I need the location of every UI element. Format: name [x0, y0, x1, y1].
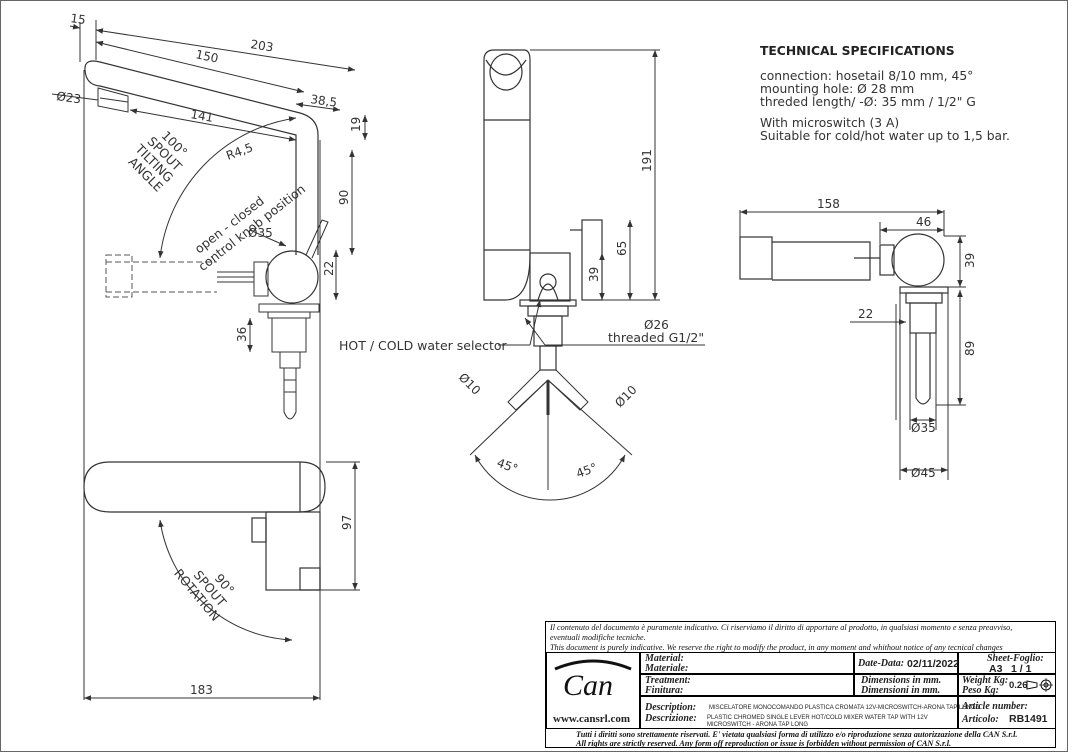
material-it: Materiale: — [645, 663, 689, 674]
dim-46: 46 — [916, 215, 931, 229]
dim-10b: Ø10 — [612, 383, 639, 410]
dim-22b: 22 — [858, 307, 873, 321]
dim-90: 90 — [337, 190, 351, 205]
material-cell: Material: Materiale: — [640, 652, 854, 674]
description-en-value: PLASTIC CHROMED SINGLE LEVER HOT/COLD MI… — [707, 715, 928, 728]
disclaimer-it-line2: eventuali modifiche tecniche. — [550, 633, 646, 642]
weight-value: 0.26 — [1009, 680, 1028, 691]
selector-label: HOT / COLD water selector — [339, 338, 508, 353]
dim-10a: Ø10 — [456, 370, 483, 397]
logo-cell: Can www.cansrl.com — [546, 652, 640, 729]
dim-15: 15 — [70, 11, 87, 27]
sheet-number: 1 / 1 — [1011, 663, 1032, 675]
can-logo-icon: Can — [554, 659, 632, 701]
article-cell: Article number: Articolo: RB1491 — [958, 696, 1056, 729]
dim-26: Ø26 — [644, 318, 669, 332]
description-it: Descrizione: — [645, 713, 697, 724]
date-value: 02/11/2022 — [907, 658, 959, 670]
dim-150: 150 — [194, 47, 219, 65]
spec-line: Suitable for cold/hot water up to 1,5 ba… — [760, 129, 1010, 143]
right-view — [739, 209, 966, 480]
description-en: Description: — [645, 702, 697, 713]
threaded-label: threaded G1/2" — [608, 330, 704, 345]
rights-it: Tutti i diritti sono strettamente riserv… — [576, 730, 1018, 739]
dim-19: 19 — [349, 117, 363, 132]
side-view — [51, 20, 368, 701]
dimensions-cell: Dimensions in mm. Dimensioni in mm. — [854, 674, 958, 696]
spec-line: connection: hosetail 8/10 mm, 45° — [760, 69, 974, 83]
dim-191: 191 — [640, 149, 654, 172]
dim-45b: 45° — [574, 460, 599, 480]
spec-line: mounting hole: Ø 28 mm — [760, 82, 915, 96]
weight-it: Peso Kg: — [962, 685, 999, 696]
dimensions-it: Dimensioni in mm. — [861, 685, 941, 696]
svg-text:Can: Can — [563, 669, 613, 701]
disclaimer-en: This document is purely indicative. We r… — [550, 643, 1003, 652]
dim-158: 158 — [817, 197, 840, 211]
weight-cell: Weight Kg: Peso Kg: 0.26 — [958, 674, 1056, 696]
description-cell: Description: Descrizione: MISCELATORE MO… — [640, 696, 980, 729]
sheet-cell: Sheet-Foglio: A3 1 / 1 — [958, 652, 1056, 675]
dim-35b: Ø35 — [911, 421, 936, 435]
knob-position-label: open - closed control knob position — [192, 181, 308, 274]
dim-141: 141 — [189, 107, 214, 125]
specs-title: TECHNICAL SPECIFICATIONS — [760, 44, 955, 58]
website: www.cansrl.com — [553, 713, 630, 725]
dim-38-5: 38,5 — [310, 92, 338, 110]
description-it-value: MISCELATORE MONOCOMANDO PLASTICA CROMATA… — [709, 705, 981, 711]
dim-45a: 45° — [495, 456, 520, 476]
title-block: Il contenuto del documento è puramente i… — [545, 621, 1056, 748]
spec-line: With microswitch (3 A) — [760, 116, 900, 130]
projection-symbol-icon — [1026, 678, 1053, 692]
dim-36: 36 — [235, 327, 249, 342]
article-value: RB1491 — [1009, 713, 1048, 725]
dim-97: 97 — [340, 515, 354, 530]
treatment-cell: Treatment: Finitura: — [640, 674, 854, 696]
date-label: Date-Data: — [858, 658, 905, 669]
weight-en: Weight Kg: — [962, 675, 1009, 686]
disclaimer-it-line1: Il contenuto del documento è puramente i… — [550, 623, 1013, 632]
article-en: Article number: — [962, 701, 1028, 712]
material-en: Material: — [645, 653, 684, 664]
dim-39a: 39 — [587, 267, 601, 282]
top-view — [83, 461, 360, 643]
date-cell: Date-Data: 02/11/2022 — [854, 652, 959, 674]
dim-183: 183 — [190, 683, 213, 697]
dim-65: 65 — [615, 241, 629, 256]
dimensions-en: Dimensions in mm. — [861, 675, 942, 686]
dim-45c: Ø45 — [911, 466, 936, 480]
spout-rotation-label: 90° SPOUT ROTATION — [171, 566, 237, 624]
spout-tilt-label: 100° SPOUT TILTING ANGLE — [125, 128, 190, 195]
sheet-size: A3 — [989, 663, 1003, 675]
article-it: Articolo: — [962, 714, 999, 725]
dim-39b: 39 — [963, 253, 977, 268]
dim-23: Ø23 — [56, 89, 82, 106]
spec-line: threded length/ -Ø: 35 mm / 1/2" G — [760, 95, 976, 109]
dim-35a: Ø35 — [248, 226, 273, 240]
sheet-label: Sheet-Foglio: — [987, 653, 1044, 664]
dim-89: 89 — [963, 341, 977, 356]
rights-en: All rights are strictly reserved. Any fo… — [576, 739, 952, 748]
treatment-it: Finitura: — [645, 685, 684, 696]
dim-203: 203 — [250, 37, 275, 54]
treatment-en: Treatment: — [645, 675, 691, 686]
dim-22a: 22 — [322, 261, 336, 276]
front-view — [469, 49, 705, 501]
